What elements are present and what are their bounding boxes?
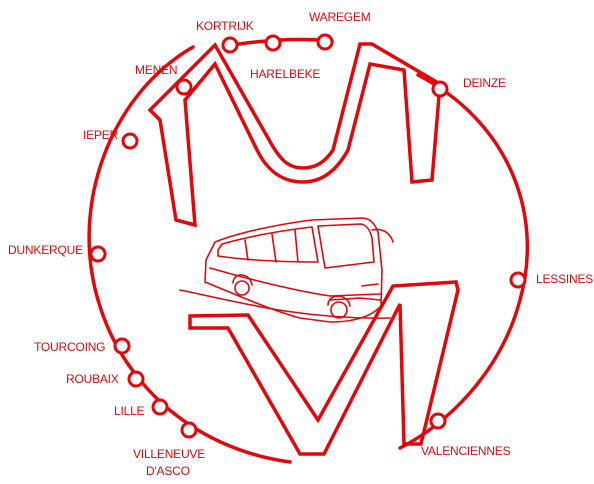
label-tourcoing: TOURCOING <box>34 340 105 354</box>
stop-marker-deinze[interactable] <box>433 82 447 96</box>
lower-route-band <box>190 282 458 454</box>
label-roubaix: ROUBAIX <box>66 372 119 386</box>
coach-bus-icon <box>180 218 393 322</box>
label-lessines: LESSINES <box>536 272 593 286</box>
label-harelbeke: HARELBEKE <box>250 67 320 81</box>
stop-marker-ieper[interactable] <box>123 134 137 148</box>
stop-marker-menen[interactable] <box>177 80 191 94</box>
stop-marker-lessines[interactable] <box>511 273 525 287</box>
stop-marker-harelbeke[interactable] <box>266 36 280 50</box>
label-ieper: IEPER <box>83 128 119 142</box>
stop-markers <box>91 35 525 437</box>
route-arc-east <box>400 75 527 448</box>
stop-marker-roubaix[interactable] <box>129 372 143 386</box>
label-waregem: WAREGEM <box>309 10 371 24</box>
stop-marker-villeneuve[interactable] <box>182 423 196 437</box>
stop-marker-dunkerque[interactable] <box>91 247 105 261</box>
label-dunkerque: DUNKERQUE <box>8 243 83 257</box>
stop-marker-valenciennes[interactable] <box>431 414 445 428</box>
route-arc-west <box>89 47 290 462</box>
label-menen: MENEN <box>135 63 177 77</box>
label-villeneuve-line1: VILLENEUVE <box>133 447 205 461</box>
label-lille: LILLE <box>114 404 145 418</box>
stop-marker-waregem[interactable] <box>318 35 332 49</box>
stop-labels: KORTRIJK WAREGEM HARELBEKE MENEN DEINZE … <box>8 10 593 478</box>
stop-marker-lille[interactable] <box>153 400 167 414</box>
stop-marker-tourcoing[interactable] <box>115 339 129 353</box>
label-deinze: DEINZE <box>463 76 506 90</box>
label-kortrijk: KORTRIJK <box>196 19 254 33</box>
label-villeneuve-line2: D'ASCO <box>146 464 190 478</box>
label-valenciennes: VALENCIENNES <box>421 444 511 458</box>
route-bands <box>150 44 458 454</box>
stop-marker-kortrijk[interactable] <box>223 38 237 52</box>
